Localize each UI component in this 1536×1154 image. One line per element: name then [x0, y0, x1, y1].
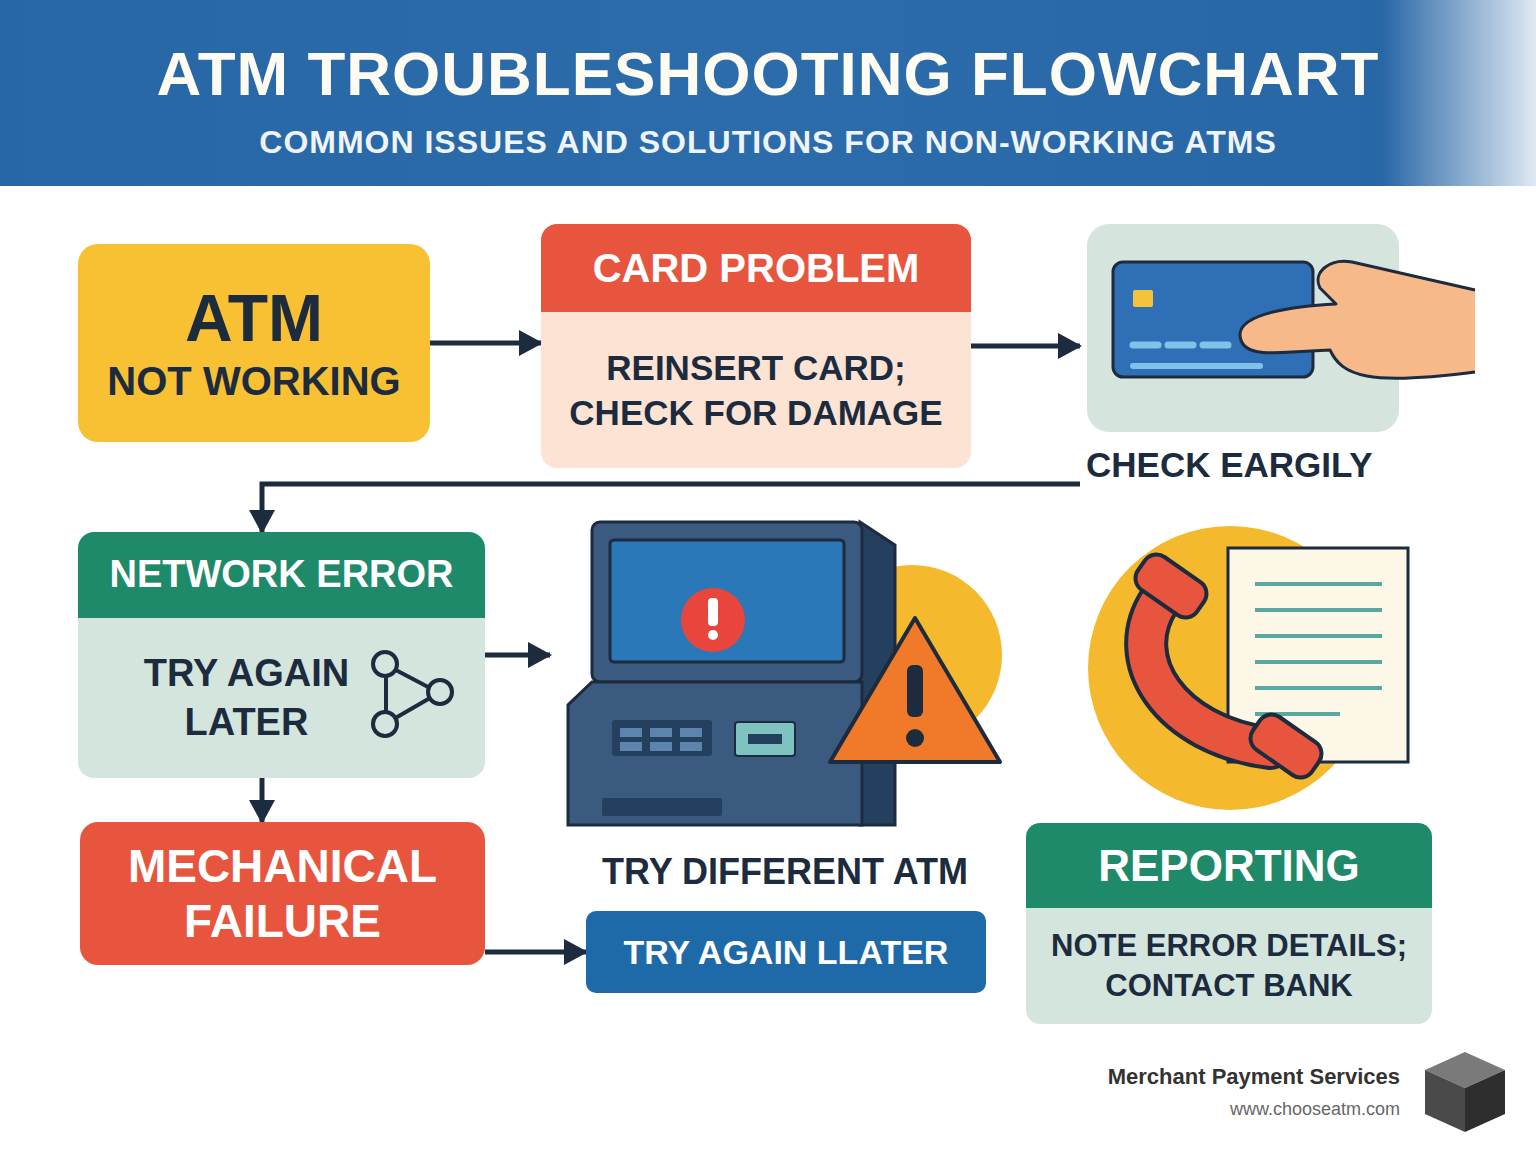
flow-arrow [260, 778, 265, 822]
footer-brand: Merchant Payment Services [1108, 1064, 1400, 1090]
network-icon [373, 652, 452, 736]
process-box: NETWORK ERROR TRY AGAIN LATER [78, 532, 485, 778]
box-header: REPORTING [1026, 823, 1432, 908]
box-heading: REPORTING [1038, 837, 1420, 894]
footer-url: www.chooseatm.com [1230, 1099, 1400, 1120]
flow-arrow [485, 653, 550, 658]
process-box: ATMNOT WORKING [78, 244, 430, 442]
step-label: CHECK EARGILY [1086, 444, 1414, 486]
box-heading: CARD PROBLEM [553, 242, 959, 294]
atm-illustration [568, 522, 895, 825]
node-heading: ATM [92, 280, 416, 358]
title: ATM TROUBLESHOOTING FLOWCHART [0, 38, 1536, 109]
box-header: NETWORK ERROR [78, 532, 485, 618]
logo-cube [1425, 1052, 1505, 1132]
phone-illustration [1130, 549, 1327, 783]
illustrated-step: CHECK EARGILY [1080, 224, 1420, 490]
flow-arrow [262, 484, 1080, 532]
flow-arrow [485, 950, 586, 955]
step-label: TRY DIFFERENT ATM [556, 850, 1014, 893]
node-text: NOT WORKING [92, 358, 416, 405]
flow-arrow [971, 344, 1080, 349]
warning-triangle [830, 618, 1000, 762]
process-box: MECHANICAL FAILURE [80, 822, 485, 965]
box-text: REINSERT CARD; CHECK FOR DAMAGE [553, 345, 959, 436]
flow-arrow [430, 341, 541, 346]
header-band: ATM TROUBLESHOOTING FLOWCHART COMMON ISSU… [0, 0, 1536, 186]
illustrated-step: TRY DIFFERENT ATM [550, 522, 1020, 897]
box-body: NOTE ERROR DETAILS; CONTACT BANK [1026, 908, 1432, 1024]
box-header: CARD PROBLEM [541, 224, 971, 312]
hand-illustration [1240, 261, 1475, 378]
subtitle: COMMON ISSUES AND SOLUTIONS FOR NON-WORK… [0, 124, 1536, 161]
box-heading: NETWORK ERROR [90, 550, 473, 599]
process-box: REPORTING NOTE ERROR DETAILS; CONTACT BAN… [1026, 823, 1432, 1024]
process-box: TRY AGAIN LLATER [586, 911, 986, 993]
node-heading: TRY AGAIN LLATER [600, 932, 972, 972]
box-text: TRY AGAIN LATER [118, 649, 375, 748]
process-box: CARD PROBLEM REINSERT CARD; CHECK FOR DAM… [541, 224, 971, 468]
box-text: NOTE ERROR DETAILS; CONTACT BANK [1034, 926, 1424, 1007]
node-heading: MECHANICAL FAILURE [94, 839, 471, 948]
box-body: REINSERT CARD; CHECK FOR DAMAGE [541, 312, 971, 468]
box-body: TRY AGAIN LATER [78, 618, 485, 778]
